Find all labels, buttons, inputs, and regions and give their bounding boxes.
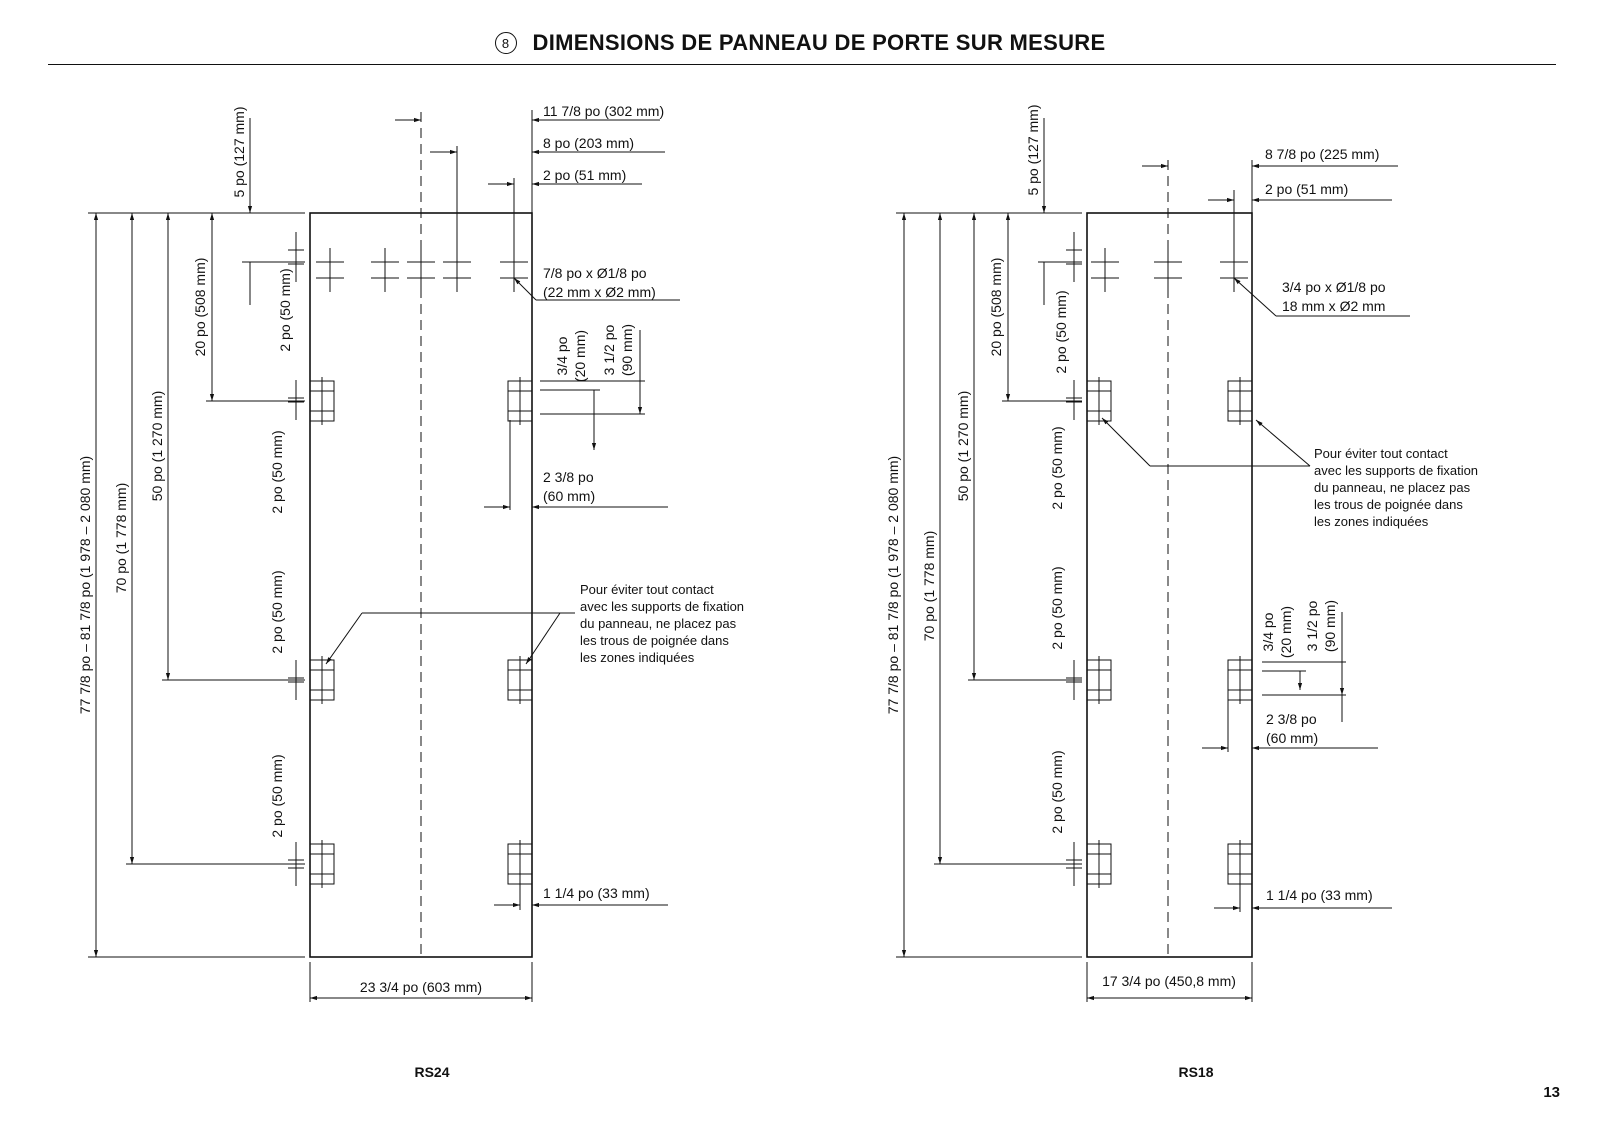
rs24-note-line-2: du panneau, ne placez pas	[580, 616, 737, 631]
rs24-hole-spec-1: 7/8 po x Ø1/8 po	[543, 265, 647, 281]
rs24-dim-3-4-label: 3/4 po	[554, 336, 570, 375]
rs18-model-label: RS18	[1178, 1064, 1214, 1080]
rs18-dim-8-7-8-label: 8 7/8 po (225 mm)	[1265, 146, 1379, 162]
rs18-note-line-2: du panneau, ne placez pas	[1314, 480, 1471, 495]
rs24-dim-1-1-4-label: 1 1/4 po (33 mm)	[543, 885, 650, 901]
rs24-hole-spec-2: (22 mm x Ø2 mm)	[543, 284, 656, 300]
rs24-note-line-4: les zones indiquées	[580, 650, 695, 665]
rs18-note-line-1: avec les supports de fixation	[1314, 463, 1478, 478]
rs18-overall-height-label: 77 7/8 po – 81 7/8 po (1 978 – 2 080 mm)	[885, 456, 901, 714]
rs24-hole-offset-label: 5 po (127 mm)	[231, 106, 247, 197]
rs24-zone-1-label: 2 po (50 mm)	[277, 268, 293, 351]
rs24-dim-3-4-mm: (20 mm)	[572, 330, 588, 382]
rs18-hole-spec-1: 3/4 po x Ø1/8 po	[1282, 279, 1386, 295]
rs18-dim-3-4-mm: (20 mm)	[1278, 606, 1294, 658]
rs18-hole-spec-2: 18 mm x Ø2 mm	[1282, 298, 1385, 314]
rs18-bracket-20-label: 20 po (508 mm)	[988, 258, 1004, 357]
rs24-dim-8-label: 8 po (203 mm)	[543, 135, 634, 151]
rs18-dim-3-1-2-label: 3 1/2 po	[1304, 600, 1320, 651]
rs18-dim-2-label: 2 po (51 mm)	[1265, 181, 1348, 197]
rs24-zone-2-label: 2 po (50 mm)	[269, 430, 285, 513]
rs18-dim-3-1-2-mm: (90 mm)	[1322, 600, 1338, 652]
header-divider	[48, 64, 1556, 65]
rs24-note-leader-a	[325, 612, 363, 665]
rs18-note-line-0: Pour éviter tout contact	[1314, 446, 1448, 461]
rs24-hole-leader	[513, 277, 537, 301]
rs24-zone-4-label: 2 po (50 mm)	[269, 754, 285, 837]
rs24-diagram: 11 7/8 po (302 mm) 8 po (203 mm) 2 po (51 …	[77, 103, 744, 1002]
rs18-door-panel	[1086, 212, 1253, 958]
rs18-note-line-4: les zones indiquées	[1314, 514, 1429, 529]
rs24-note-line-1: avec les supports de fixation	[580, 599, 744, 614]
rs18-hole-leader	[1233, 277, 1277, 317]
rs24-note-line-3: les trous de poignée dans	[580, 633, 729, 648]
page-title: DIMENSIONS DE PANNEAU DE PORTE SUR MESUR…	[532, 30, 1106, 55]
rs24-width-label: 23 3/4 po (603 mm)	[360, 979, 482, 995]
rs24-dim-2-label: 2 po (51 mm)	[543, 167, 626, 183]
rs18-bracket-50-label: 50 po (1 270 mm)	[955, 391, 971, 502]
rs18-hole-offset-label: 5 po (127 mm)	[1025, 104, 1041, 195]
rs18-zone-2-label: 2 po (50 mm)	[1049, 426, 1065, 509]
page-number: 13	[1543, 1084, 1560, 1101]
rs24-bracket-20-label: 20 po (508 mm)	[192, 258, 208, 357]
rs18-dim-3-4-label: 3/4 po	[1260, 612, 1276, 651]
rs18-note-leader-b	[1255, 419, 1311, 467]
rs18-dim-2-3-8-label: 2 3/8 po	[1266, 711, 1317, 727]
rs24-note-leader-b	[525, 612, 561, 665]
rs18-bracket-70-label: 70 po (1 778 mm)	[921, 531, 937, 642]
rs18-diagram: 8 7/8 po (225 mm) 2 po (51 mm) 3/4 po x Ø1…	[885, 104, 1478, 1002]
rs24-zone-3-label: 2 po (50 mm)	[269, 570, 285, 653]
rs24-dim-2-3-8-mm: (60 mm)	[543, 488, 595, 504]
rs24-model-label: RS24	[414, 1064, 450, 1080]
rs24-dim-3-1-2-label: 3 1/2 po	[601, 324, 617, 375]
rs24-dim-2-3-8-label: 2 3/8 po	[543, 469, 594, 485]
rs18-dim-1-1-4-label: 1 1/4 po (33 mm)	[1266, 887, 1373, 903]
rs24-dim-3-1-2-mm: (90 mm)	[619, 324, 635, 376]
step-number-badge: 8	[494, 32, 517, 54]
rs18-dim-2-3-8-mm: (60 mm)	[1266, 730, 1318, 746]
rs18-zone-4-label: 2 po (50 mm)	[1049, 750, 1065, 833]
rs18-zone-3-label: 2 po (50 mm)	[1049, 566, 1065, 649]
rs24-note-line-0: Pour éviter tout contact	[580, 582, 714, 597]
rs24-bracket-50-label: 50 po (1 270 mm)	[149, 391, 165, 502]
rs24-bracket-70-label: 70 po (1 778 mm)	[113, 483, 129, 594]
rs24-overall-height-label: 77 7/8 po – 81 7/8 po (1 978 – 2 080 mm)	[77, 456, 93, 714]
rs18-width-label: 17 3/4 po (450,8 mm)	[1102, 973, 1236, 989]
rs18-note-line-3: les trous de poignée dans	[1314, 497, 1463, 512]
rs18-zone-1-label: 2 po (50 mm)	[1053, 290, 1069, 373]
page-header: 8 DIMENSIONS DE PANNEAU DE PORTE SUR MES…	[0, 26, 1600, 60]
rs18-note-leader-a	[1101, 417, 1151, 467]
rs24-dim-11-7-8-label: 11 7/8 po (302 mm)	[543, 103, 664, 119]
